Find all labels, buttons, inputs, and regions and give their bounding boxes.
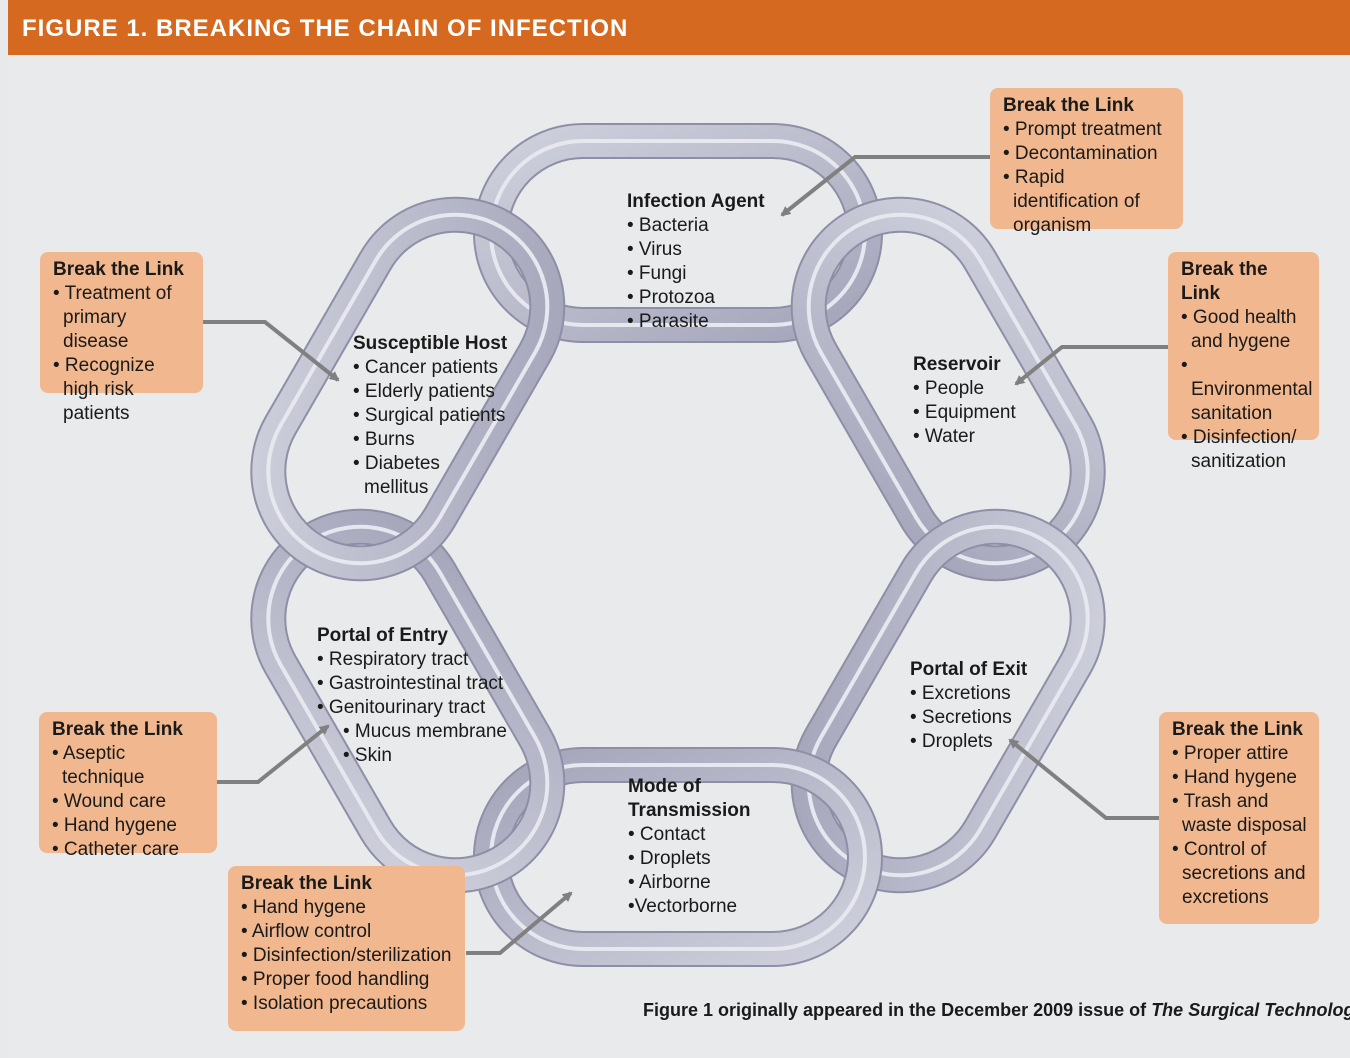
list-item: • Cancer patients xyxy=(353,357,499,378)
chain-diagram xyxy=(203,123,1168,967)
list-item: • Water xyxy=(913,426,975,447)
list-item: • Environmental sanitation xyxy=(1181,355,1313,424)
list-item: • Contact xyxy=(628,824,706,845)
break-box-reservoir: Break the Link • Good health and hygene … xyxy=(1168,252,1319,472)
list-item: • Secretions xyxy=(910,707,1012,728)
list-item: • Fungi xyxy=(627,263,687,284)
list-subitem: • Mucus membrane xyxy=(343,721,507,742)
list-item: • Trash and waste disposal xyxy=(1172,791,1307,836)
list-item: • Parasite xyxy=(627,311,709,332)
break-box-title: Break the Link xyxy=(1003,95,1134,116)
list-item: • Proper attire xyxy=(1172,743,1289,764)
list-item: • Equipment xyxy=(913,402,1016,423)
portal-of-exit-label: Portal of Exit • Excretions • Secretions… xyxy=(910,658,1027,754)
list-item: • Hand hygene xyxy=(1172,767,1297,788)
arrow-reservoir xyxy=(1014,345,1168,386)
figure-title: FIGURE 1. BREAKING THE CHAIN OF INFECTIO… xyxy=(22,15,629,42)
list-item: • Surgical patients xyxy=(353,405,506,426)
break-box-transmission: Break the Link • Hand hygene • Airflow c… xyxy=(228,866,465,1031)
break-box-title: Break the Link xyxy=(241,873,372,894)
list-item: • Droplets xyxy=(628,848,711,869)
mode-of-transmission-title-line2: Transmission xyxy=(628,800,751,821)
list-item: • Genitourinary tract xyxy=(317,697,486,718)
figure-credit: Figure 1 originally appeared in the Dece… xyxy=(643,1000,1350,1021)
list-item: • Excretions xyxy=(910,683,1011,704)
susceptible-host-label: Susceptible Host • Cancer patients • Eld… xyxy=(353,332,507,500)
list-item: • Aseptic technique xyxy=(52,743,145,788)
mode-of-transmission-title-line1: Mode of xyxy=(628,776,701,797)
list-item: • Protozoa xyxy=(627,287,715,308)
list-item: • Good health and hygene xyxy=(1181,307,1297,352)
portal-of-exit-title: Portal of Exit xyxy=(910,659,1028,680)
list-item: • Isolation precautions xyxy=(241,993,428,1014)
break-box-entry: Break the Link • Aseptic technique • Wou… xyxy=(39,712,217,860)
list-item: • Wound care xyxy=(52,791,167,812)
list-item: • Hand hygene xyxy=(241,897,366,918)
portal-of-entry-title: Portal of Entry xyxy=(317,625,448,646)
break-box-host: Break the Link • Treatment of primary di… xyxy=(40,252,203,424)
list-item-continuation: mellitus xyxy=(364,477,429,498)
list-item: • Recognize high risk patients xyxy=(53,355,155,424)
break-box-exit: Break the Link • Proper attire • Hand hy… xyxy=(1159,712,1319,924)
credit-publication: The Surgical Technologist xyxy=(1151,1000,1350,1020)
reservoir-title: Reservoir xyxy=(913,354,1001,375)
list-item: • Bacteria xyxy=(627,215,709,236)
arrow-host xyxy=(203,320,340,382)
break-box-title: Break the Link xyxy=(1181,259,1268,304)
list-item: • People xyxy=(913,378,985,399)
infection-agent-label: Infection Agent • Bacteria • Virus • Fun… xyxy=(627,190,765,334)
list-item: • Burns xyxy=(353,429,415,450)
infection-agent-title: Infection Agent xyxy=(627,191,765,212)
list-item: • Treatment of primary disease xyxy=(53,283,172,352)
figure-header: FIGURE 1. BREAKING THE CHAIN OF INFECTIO… xyxy=(8,0,1350,55)
arrow-agent xyxy=(780,155,990,217)
list-item: • Respiratory tract xyxy=(317,649,469,670)
list-item: • Gastrointestinal tract xyxy=(317,673,504,694)
list-item: • Prompt treatment xyxy=(1003,119,1162,140)
susceptible-host-link xyxy=(250,196,566,582)
list-item: • Elderly patients xyxy=(353,381,495,402)
list-item: • Droplets xyxy=(910,731,993,752)
break-box-title: Break the Link xyxy=(1172,719,1303,740)
list-item: •Vectorborne xyxy=(628,896,738,917)
list-item: • Decontamination xyxy=(1003,143,1158,164)
list-subitem: • Skin xyxy=(343,745,392,766)
list-item: • Hand hygene xyxy=(52,815,177,836)
list-item: • Airflow control xyxy=(241,921,372,942)
list-item: • Control of secretions and excretions xyxy=(1172,839,1306,908)
list-item: • Airborne xyxy=(628,872,711,893)
break-box-title: Break the Link xyxy=(53,259,184,280)
break-box-agent: Break the Link • Prompt treatment • Deco… xyxy=(990,88,1183,236)
arrow-entry xyxy=(216,724,330,784)
portal-of-entry-label: Portal of Entry • Respiratory tract • Ga… xyxy=(317,624,507,768)
arrow-transmission xyxy=(466,891,573,955)
arrow-exit xyxy=(1008,738,1160,820)
mode-of-transmission-label: Mode of Transmission • Contact • Droplet… xyxy=(628,775,751,919)
list-item: • Proper food handling xyxy=(241,969,430,990)
reservoir-label: Reservoir • People • Equipment • Water xyxy=(913,353,1016,449)
list-item: • Disinfection/sterilization xyxy=(241,945,452,966)
break-box-title: Break the Link xyxy=(52,719,183,740)
list-item: • Disinfection/ sanitization xyxy=(1181,427,1297,472)
list-item: • Virus xyxy=(627,239,682,260)
susceptible-host-title: Susceptible Host xyxy=(353,333,508,354)
list-item: • Diabetes xyxy=(353,453,440,474)
list-item: • Rapid identification of organism xyxy=(1003,167,1140,236)
credit-text: Figure 1 originally appeared in the Dece… xyxy=(643,1000,1152,1020)
list-item: • Catheter care xyxy=(52,839,180,860)
